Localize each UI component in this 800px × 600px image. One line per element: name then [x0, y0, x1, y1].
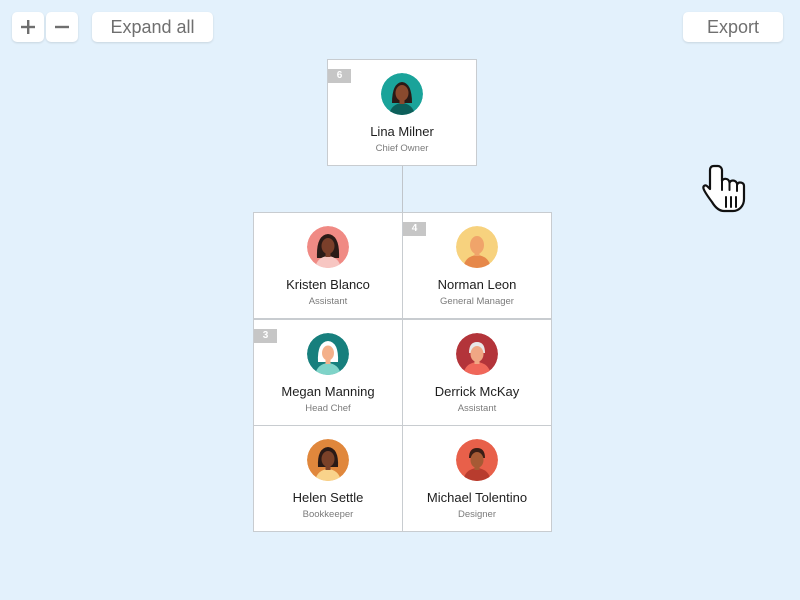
- org-card[interactable]: 3 Megan Manning Head Chef: [253, 319, 403, 426]
- avatar: [307, 333, 349, 375]
- employee-name: Kristen Blanco: [286, 277, 370, 292]
- avatar: [307, 439, 349, 481]
- avatar: [456, 226, 498, 268]
- subordinate-count-badge: 3: [254, 329, 277, 343]
- export-button[interactable]: Export: [683, 12, 783, 42]
- employee-name: Megan Manning: [281, 384, 375, 399]
- org-card[interactable]: 4 Norman Leon General Manager: [402, 212, 552, 319]
- plus-icon: [21, 20, 35, 34]
- org-card[interactable]: Helen Settle Bookkeeper: [253, 425, 403, 532]
- hand-pointer-icon: [702, 164, 746, 213]
- org-card-root[interactable]: 6 Lina Milner Chief Owner: [327, 59, 477, 166]
- zoom-out-button[interactable]: [46, 12, 78, 42]
- avatar: [456, 333, 498, 375]
- subordinate-count-badge: 6: [328, 69, 351, 83]
- employee-name: Lina Milner: [370, 124, 434, 139]
- employee-name: Derrick McKay: [434, 384, 520, 399]
- employee-role: Designer: [457, 509, 497, 520]
- org-card[interactable]: Kristen Blanco Assistant: [253, 212, 403, 319]
- expand-all-button[interactable]: Expand all: [92, 12, 213, 42]
- employee-name: Michael Tolentino: [426, 490, 528, 505]
- employee-role: Assistant: [457, 403, 497, 414]
- employee-name: Helen Settle: [292, 490, 364, 505]
- employee-name: Norman Leon: [437, 277, 517, 292]
- employee-role: Head Chef: [305, 403, 351, 414]
- org-card[interactable]: Derrick McKay Assistant: [402, 319, 552, 426]
- tree-connector: [402, 166, 403, 213]
- avatar: [381, 73, 423, 115]
- employee-role: Chief Owner: [375, 143, 429, 154]
- employee-role: Assistant: [308, 296, 348, 307]
- avatar: [456, 439, 498, 481]
- employee-role: Bookkeeper: [302, 509, 354, 520]
- zoom-in-button[interactable]: [12, 12, 44, 42]
- employee-role: General Manager: [440, 296, 514, 307]
- subordinate-count-badge: 4: [403, 222, 426, 236]
- minus-icon: [55, 25, 69, 29]
- avatar: [307, 226, 349, 268]
- org-card[interactable]: Michael Tolentino Designer: [402, 425, 552, 532]
